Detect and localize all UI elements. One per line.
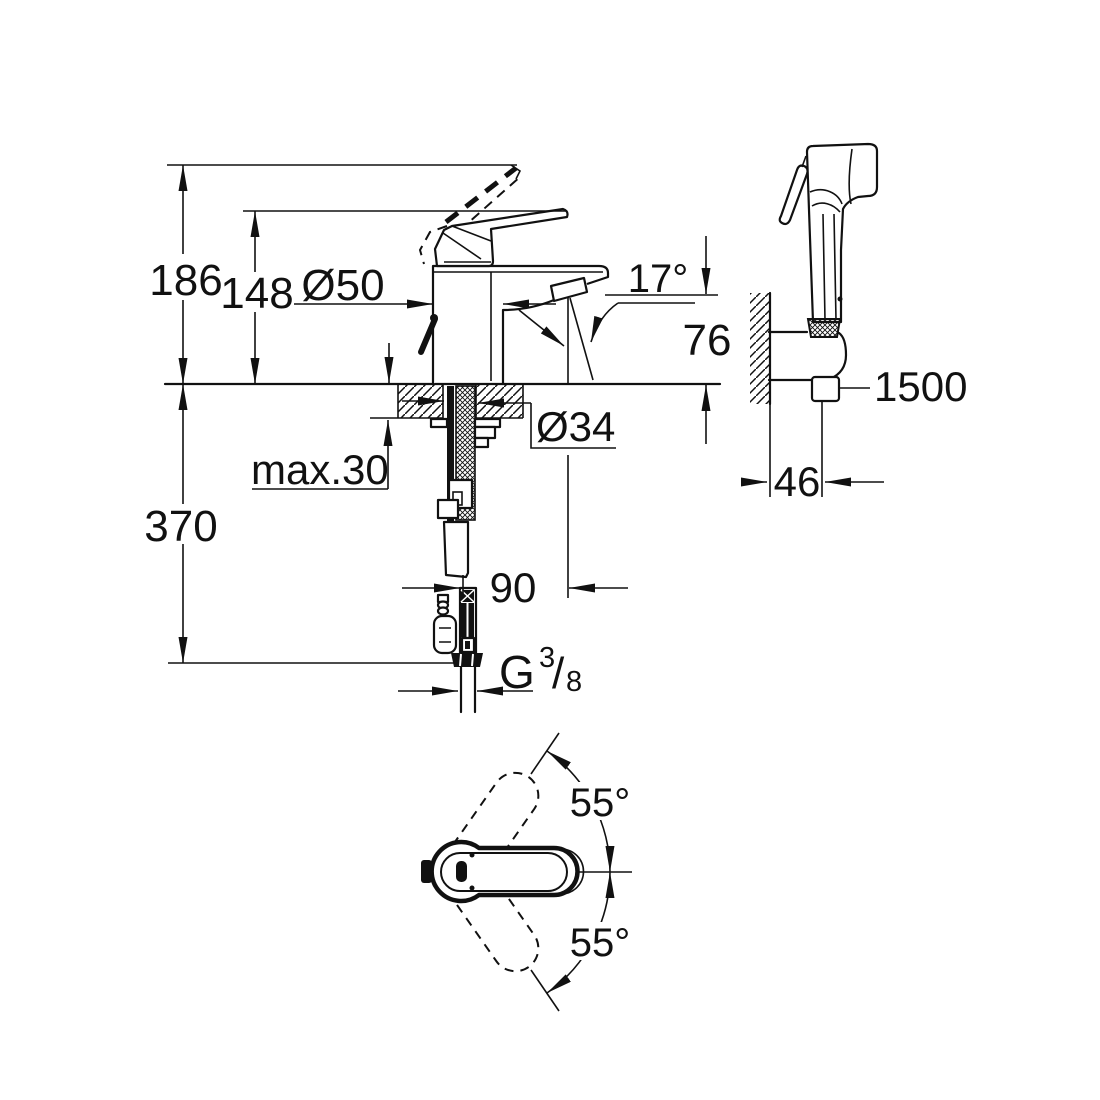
wall-holder [767,331,848,382]
mounting-washer [429,417,502,449]
shower-contours [809,148,853,321]
under-counter-assembly [429,385,502,714]
mounting-nut [436,498,460,520]
supply-pipe [459,665,477,714]
pop-up-rod-knob [430,314,438,322]
label-hole-diameter: Ø34 [536,403,615,450]
hose-outlet [810,375,841,403]
swivel-ext-lower [530,969,560,1012]
label-spout-reach: 90 [490,564,537,611]
aerator [549,276,589,303]
pop-up-rod-lower [447,386,454,525]
label-max-deck-thickness: max.30 [251,446,389,493]
connection-hose [442,520,470,579]
wall-hatch [750,293,770,404]
hand-shower-body [805,142,879,324]
label-depth-below-deck: 370 [144,502,217,551]
lever-handle [433,207,569,268]
label-base-diameter: Ø50 [301,261,384,310]
hose-end-assembly [432,586,483,714]
label-swivel-lower: 55° [570,921,631,965]
label-masks [144,254,732,960]
label-spout-outlet-height: 76 [683,316,732,365]
pivot-dot-bottom [469,885,475,891]
handle-end-contour [560,848,585,895]
handle-top-outline [429,839,580,904]
thread-nut [451,653,483,667]
stream-direction-line [569,297,594,381]
handle-mark [456,861,467,882]
dimension-annotations [167,164,884,696]
label-hose-length: 1500 [874,363,967,410]
deck-hatch-right [476,385,523,418]
trigger-lever [778,164,809,226]
body-tab [421,860,432,883]
label-thread-size: G 3 / 8 [499,642,582,698]
label-spout-angle: 17° [628,257,689,301]
angle-17-arc-right [590,302,619,343]
knurled-connector [806,318,842,338]
swivel-ext-upper [530,732,560,775]
pop-up-rod [418,316,438,355]
handle-top-inner [440,852,568,892]
shower-button [837,296,843,302]
check-valve [432,614,458,655]
label-holder-projection: 46 [774,458,821,505]
hand-shower-view [750,142,879,497]
handle-facets [442,225,492,263]
angle-17-arc-left [518,309,565,347]
label-overall-height: 186 [149,256,222,305]
top-view [421,732,632,1012]
label-height-to-handle: 148 [220,269,293,318]
label-swivel-upper: 55° [570,781,631,825]
pivot-dot-top [469,852,475,858]
faucet-side-view [418,164,610,386]
